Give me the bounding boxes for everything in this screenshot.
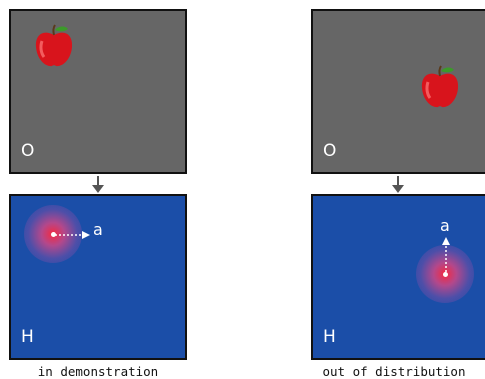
- down-arrow-icon: [392, 176, 404, 193]
- heat-center-dot: [443, 272, 448, 277]
- observation-panel-demo: O: [9, 9, 187, 174]
- apple-icon: [421, 65, 459, 108]
- down-arrow-icon: [92, 176, 104, 193]
- caption-demo: in demonstration: [37, 364, 159, 379]
- observation-label: O: [323, 141, 337, 161]
- action-label: a: [93, 220, 103, 239]
- heatmap-panel-ood: a H: [311, 194, 485, 360]
- action-arrow-icon: [55, 231, 90, 239]
- heatmap-label: H: [21, 327, 34, 347]
- heatmap-panel-demo: a H: [9, 194, 187, 360]
- heat-center-dot: [51, 232, 56, 237]
- observation-label: O: [21, 141, 35, 161]
- caption-ood: out of distribution: [322, 364, 466, 379]
- heatmap-label: H: [323, 327, 336, 347]
- action-label: a: [440, 216, 450, 235]
- action-arrow-icon: [442, 237, 450, 272]
- apple-icon: [35, 24, 73, 67]
- observation-panel-ood: O: [311, 9, 485, 174]
